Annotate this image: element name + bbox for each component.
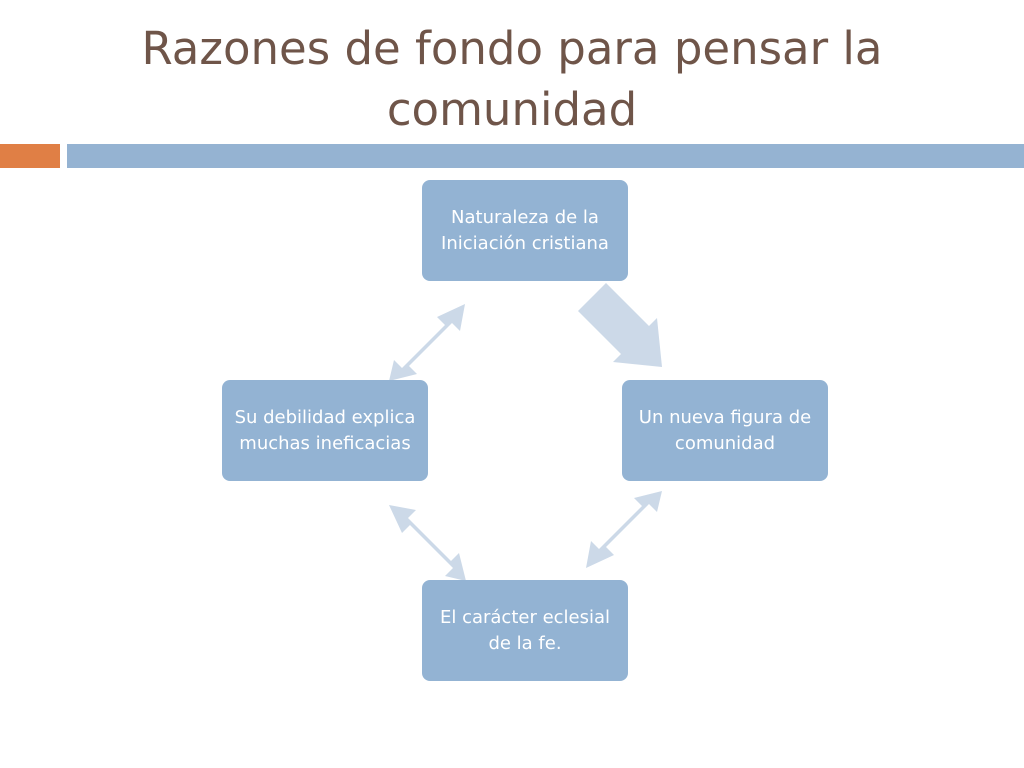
cycle-node-right-label: Un nueva figura de comunidad bbox=[638, 406, 812, 454]
slide-title-line-2: comunidad bbox=[386, 83, 638, 136]
double-arrow-left-top bbox=[389, 304, 465, 381]
cycle-node-left-label: Su debilidad explica muchas ineficacias bbox=[234, 406, 416, 454]
cycle-node-bottom: El carácter eclesial de la fe. bbox=[422, 580, 628, 681]
double-arrow-top-right bbox=[570, 283, 662, 367]
title-rule-accent bbox=[0, 144, 60, 168]
double-arrow-right-bottom bbox=[586, 491, 662, 568]
double-arrow-bottom-left bbox=[389, 505, 466, 581]
cycle-node-left: Su debilidad explica muchas ineficacias bbox=[222, 380, 428, 481]
cycle-node-bottom-label: El carácter eclesial de la fe. bbox=[439, 606, 611, 654]
cycle-node-top: Naturaleza de la Iniciación cristiana bbox=[422, 180, 628, 281]
title-rule-bar bbox=[67, 144, 1024, 168]
cycle-node-top-label: Naturaleza de la Iniciación cristiana bbox=[441, 206, 609, 254]
cycle-node-right: Un nueva figura de comunidad bbox=[622, 380, 828, 481]
slide-title-line-1: Razones de fondo para pensar la bbox=[141, 22, 883, 75]
slide-title: Razones de fondo para pensar la comunida… bbox=[60, 18, 964, 140]
